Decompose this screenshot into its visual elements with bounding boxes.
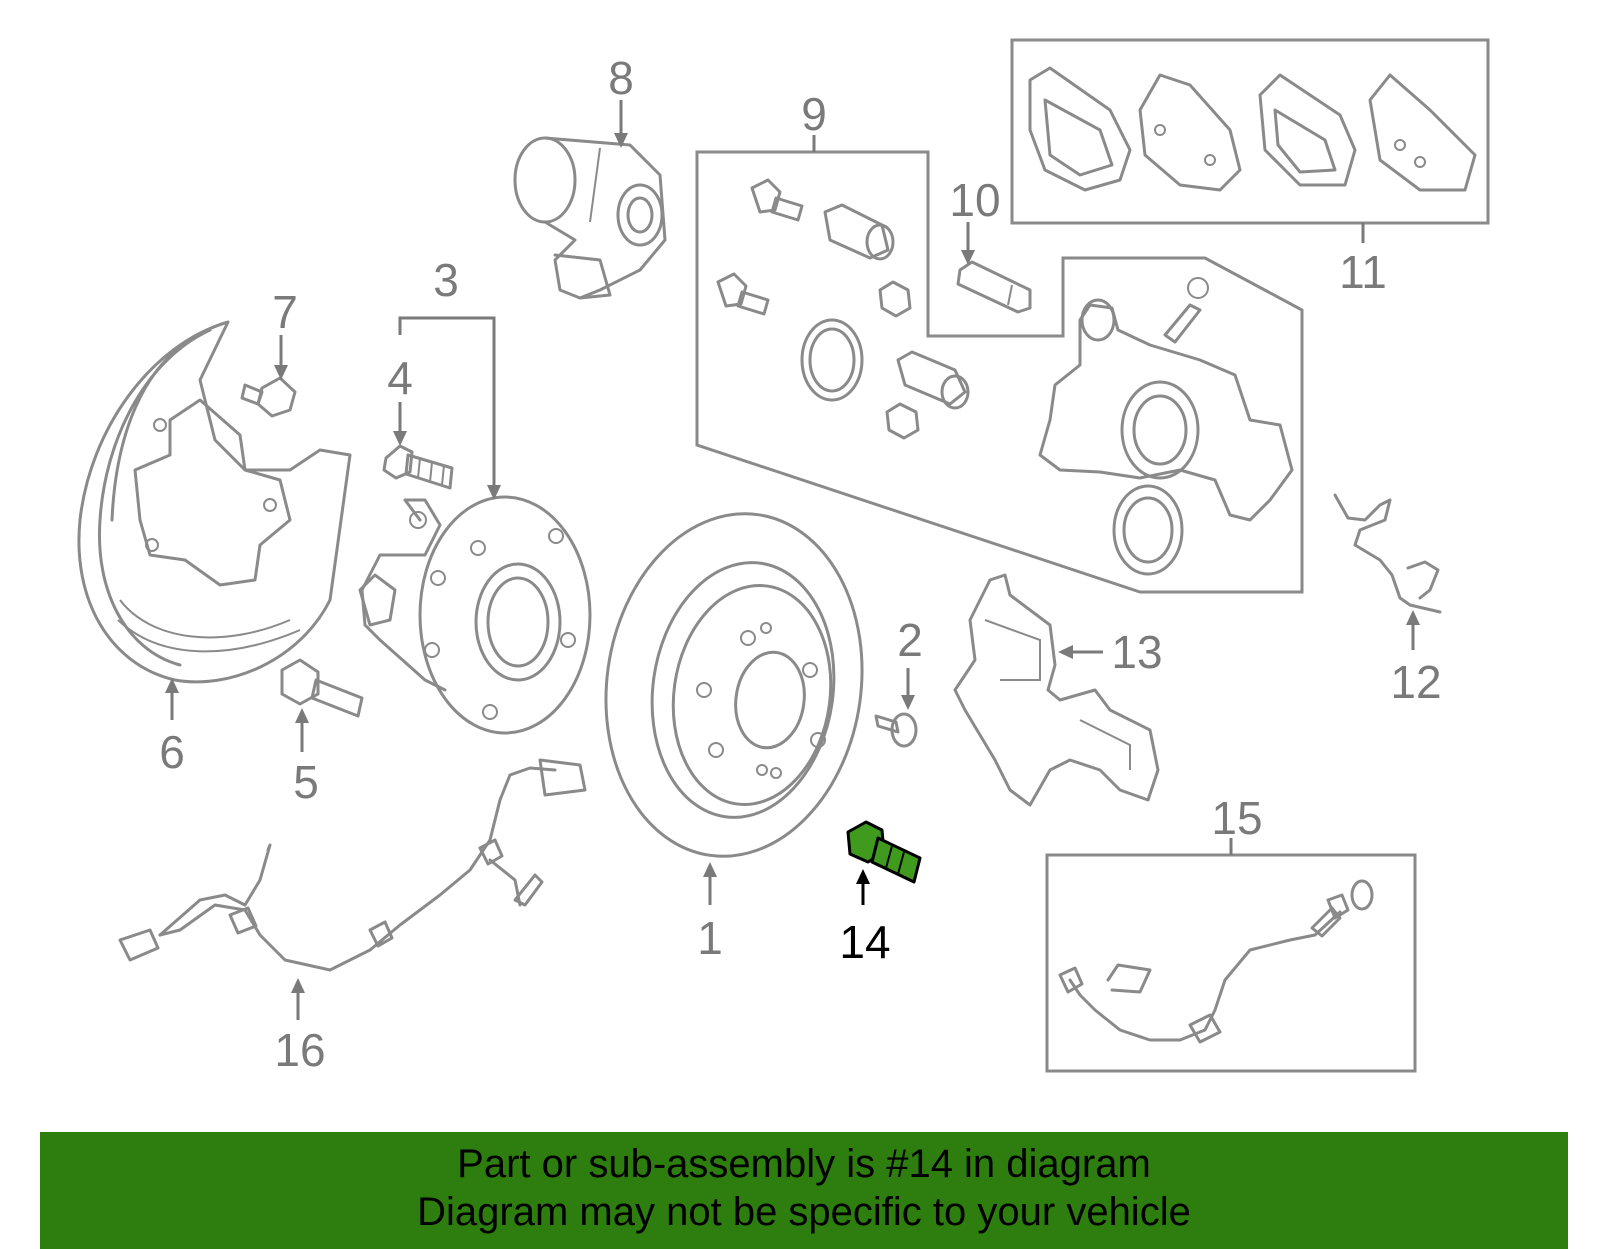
box-15-brake-hose [1045,853,1417,1073]
part-12-spring [1333,493,1442,614]
leader-arrows [165,100,1420,1020]
callout-10: 10 [949,174,1000,226]
callout-6: 6 [159,726,185,778]
callout-3: 3 [433,254,459,306]
part-13-bracket [953,573,1160,807]
part-7-bolt [240,376,297,418]
callout-5: 5 [293,756,319,808]
banner-line-1: Part or sub-assembly is #14 in diagram [457,1142,1151,1186]
callout-13: 13 [1111,626,1162,678]
callout-12: 12 [1390,656,1441,708]
part-14-bolt-highlighted [846,820,922,884]
box-11-brake-pads [1010,38,1490,225]
callout-1: 1 [697,912,723,964]
part-4-hub-bolt [382,444,454,490]
part-10-guide-pin [956,260,1032,314]
part-11-brake-pads [1028,66,1477,192]
box-9-caliper-kit [695,150,1304,594]
callout-9: 9 [801,88,827,140]
banner-line-2: Diagram may not be specific to your vehi… [417,1190,1191,1234]
part-3-hub-assembly [358,495,592,735]
part-15-brake-hose [1058,879,1374,1044]
part-2-screw [874,712,918,748]
callout-16: 16 [274,1024,325,1076]
part-8-actuator [513,136,667,300]
callout-15: 15 [1211,792,1262,844]
callout-4: 4 [387,352,413,404]
part-9-kit-items [716,178,970,440]
part-16-abs-sensor [118,758,587,972]
info-banner: Part or sub-assembly is #14 in diagram D… [40,1132,1568,1249]
callout-2: 2 [897,614,923,666]
part-9-caliper [1038,277,1294,576]
callout-7: 7 [272,286,298,338]
part-1-rotor [604,512,864,858]
callout-14-highlighted: 14 [839,916,890,968]
callout-11: 11 [1339,246,1387,298]
part-5-stud-bolt [280,658,364,718]
part-6-dust-shield [77,320,352,684]
callout-8: 8 [608,52,634,104]
callout-labels: 8 9 10 11 7 3 4 6 5 2 13 12 1 15 16 14 [159,52,1441,1076]
